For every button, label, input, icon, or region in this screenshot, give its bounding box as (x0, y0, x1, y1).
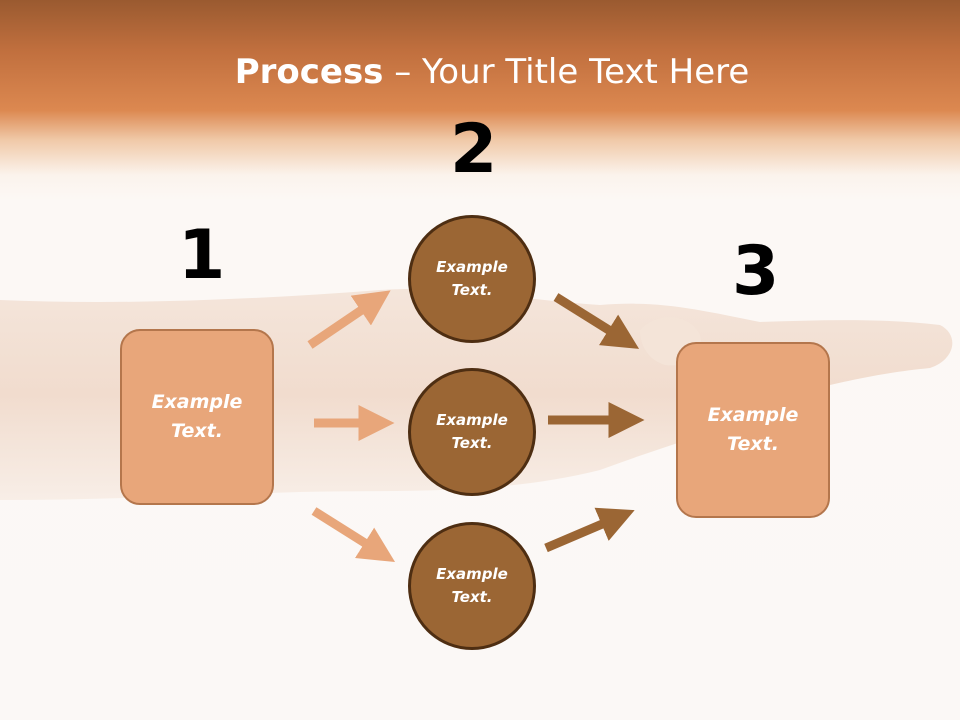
step-number-2: 2 (450, 110, 498, 189)
circle-middle-text: Example Text. (436, 411, 508, 452)
step-2-circle-bottom: Example Text. (408, 522, 536, 650)
arrow-left-to-top (307, 290, 391, 349)
step-2-circle-top: Example Text. (408, 215, 536, 343)
step-number-1: 1 (178, 216, 226, 295)
arrow-left-to-bottom (311, 507, 396, 562)
step-1-text: Example Text. (151, 391, 243, 442)
step-1-box: Example Text. (120, 329, 274, 505)
step-2-circle-middle: Example Text. (408, 368, 536, 496)
slide-title: Process – Your Title Text Here (234, 52, 750, 92)
circle-bottom-text: Example Text. (436, 565, 508, 606)
circle-top-text: Example Text. (436, 258, 508, 299)
arrow-top-to-right (553, 293, 640, 349)
step-number-3: 3 (732, 232, 780, 311)
step-3-box: Example Text. (676, 342, 830, 518)
step-3-text: Example Text. (707, 404, 799, 455)
arrow-bottom-to-right (544, 507, 635, 553)
